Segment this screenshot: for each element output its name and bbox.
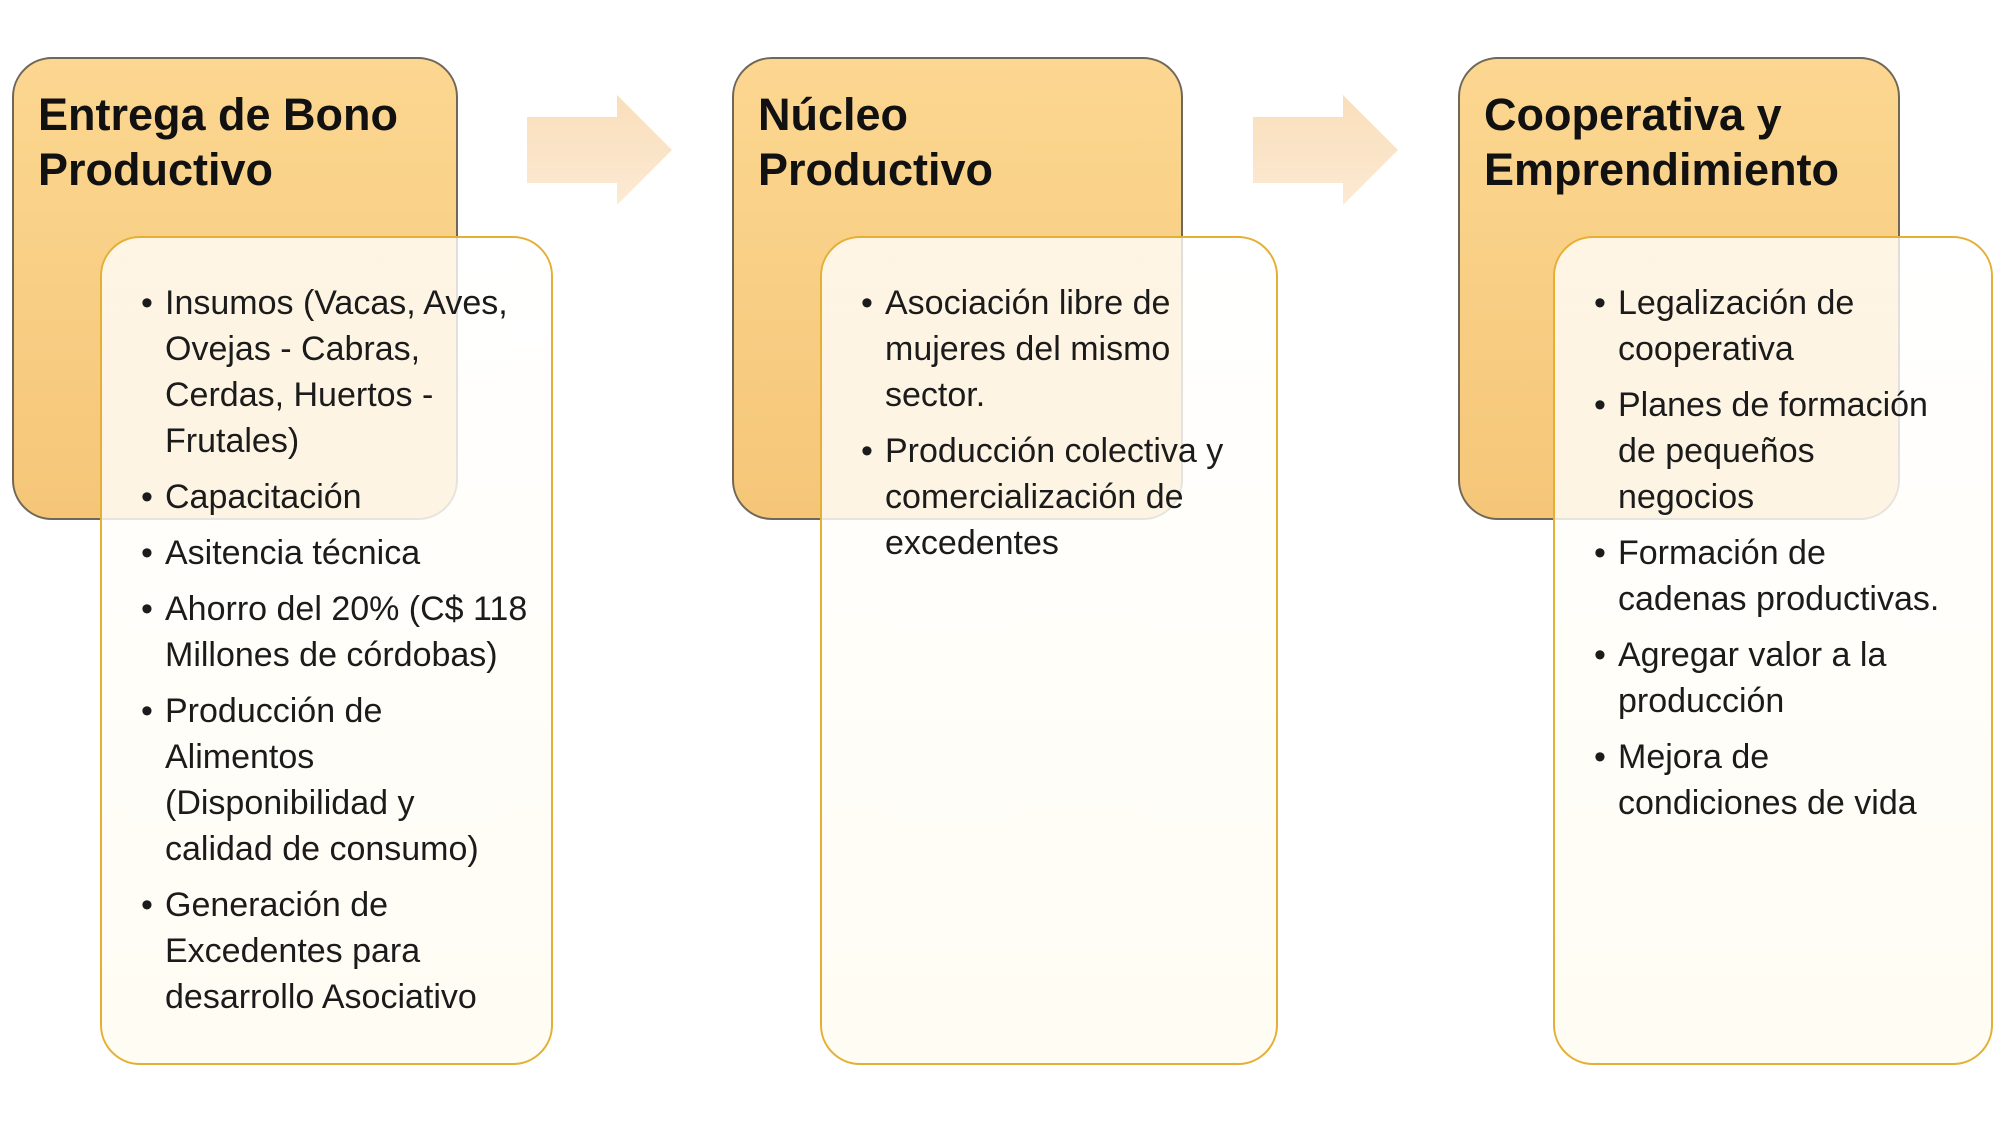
stage-3-title: Cooperativa y Emprendimiento [1484,89,1840,195]
bullet-item: Agregar valor a la producción [1593,632,1948,724]
stage-1-title: Entrega de Bono Productivo [38,89,399,195]
bullet-item: Producción de Alimentos (Disponibilidad … [140,688,530,872]
right-arrow-icon [1253,95,1398,205]
stage-1-bullet-list: Insumos (Vacas, Aves, Ovejas - Cabras, C… [140,280,530,1020]
stage-2-title: Núcleo Productivo [758,89,994,195]
stage-1-content-box: Insumos (Vacas, Aves, Ovejas - Cabras, C… [100,236,553,1065]
right-arrow-icon [527,95,672,205]
stage-3-content-box: Legalización de cooperativa Planes de fo… [1553,236,1993,1065]
stage-2-bullet-list: Asociación libre de mujeres del mismo se… [860,280,1265,566]
bullet-item: Formación de cadenas productivas. [1593,530,1948,622]
bullet-item: Producción colectiva y comercialización … [860,428,1265,566]
bullet-item: Generación de Excedentes para desarrollo… [140,882,530,1020]
bullet-item: Legalización de cooperativa [1593,280,1948,372]
stage-2-content-box: Asociación libre de mujeres del mismo se… [820,236,1278,1065]
bullet-item: Planes de formación de pequeños negocios [1593,382,1948,520]
bullet-item: Insumos (Vacas, Aves, Ovejas - Cabras, C… [140,280,530,464]
bullet-item: Capacitación [140,474,530,520]
bullet-item: Ahorro del 20% (C$ 118 Millones de córdo… [140,586,530,678]
bullet-item: Asitencia técnica [140,530,530,576]
stage-3-bullet-list: Legalización de cooperativa Planes de fo… [1593,280,1948,826]
bullet-item: Mejora de condiciones de vida [1593,734,1948,826]
bullet-item: Asociación libre de mujeres del mismo se… [860,280,1265,418]
